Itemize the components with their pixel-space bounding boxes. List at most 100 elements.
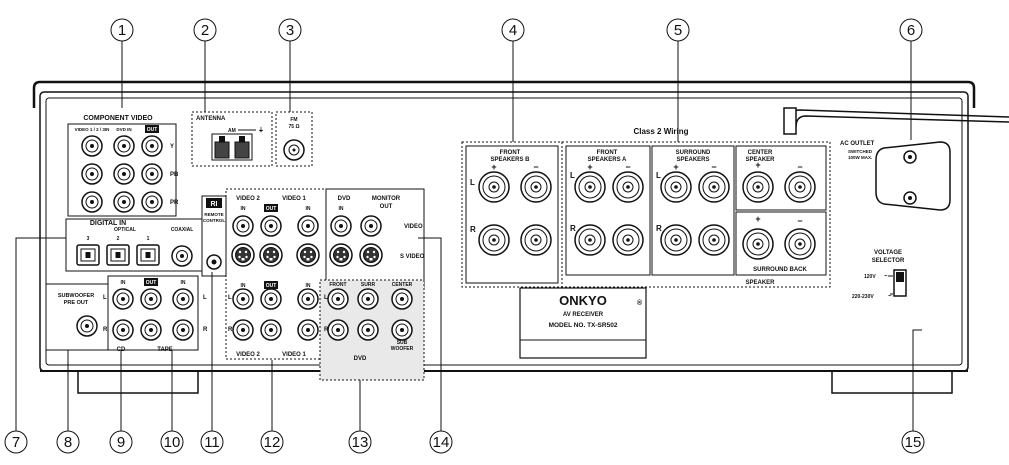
dvd-multichannel-jack[interactable]: [391, 288, 413, 310]
svg-text:AM: AM: [228, 128, 236, 134]
svg-text:SPEAKERS: SPEAKERS: [676, 157, 709, 163]
audio-jacks[interactable]: [76, 288, 194, 341]
component-video-jacks[interactable]: [81, 135, 163, 213]
dvd-multichannel-jack[interactable]: [357, 288, 379, 310]
svg-text:SPEAKERS A: SPEAKERS A: [588, 157, 627, 163]
optical-inputs[interactable]: [76, 244, 160, 266]
audio-jack[interactable]: [232, 319, 254, 341]
audio-jack[interactable]: [260, 288, 282, 310]
video-audio-jacks[interactable]: [232, 215, 413, 341]
speaker-terminal[interactable]: [612, 171, 644, 203]
speaker-terminal[interactable]: [784, 171, 816, 203]
composite-video-jack[interactable]: [360, 215, 382, 237]
s-video-jack[interactable]: [231, 243, 255, 267]
am-antenna-terminal[interactable]: [211, 133, 253, 161]
fm-antenna-jack[interactable]: [283, 139, 305, 161]
component-video-jack[interactable]: [141, 191, 163, 213]
audio-jack[interactable]: [112, 319, 134, 341]
dvd-multichannel-jack[interactable]: [357, 319, 379, 341]
audio-jack[interactable]: [297, 288, 319, 310]
audio-jack[interactable]: [172, 288, 194, 310]
component-video-section: COMPONENT VIDEO VIDEO 1 / 2 / 3IN DVD IN…: [67, 115, 179, 217]
subwoofer-cd-tape-section: SUBWOOFER PRE OUT IN OUT IN L R L R CD T…: [45, 275, 208, 353]
speaker-terminal[interactable]: [742, 171, 774, 203]
optical-input-jack[interactable]: [76, 244, 100, 266]
audio-jack[interactable]: [260, 319, 282, 341]
dvd-multichannel-jack[interactable]: [327, 288, 349, 310]
callout-2: 2: [193, 18, 217, 42]
speaker-terminal[interactable]: [698, 224, 730, 256]
s-video-jacks[interactable]: [231, 243, 383, 267]
component-video-jack[interactable]: [113, 135, 135, 157]
speaker-terminal[interactable]: [698, 171, 730, 203]
s-video-jack[interactable]: [329, 243, 353, 267]
svg-text:CD: CD: [117, 347, 126, 353]
callout-3: 3: [278, 18, 302, 42]
component-video-jack[interactable]: [81, 191, 103, 213]
audio-jack[interactable]: [172, 319, 194, 341]
speaker-terminal[interactable]: [520, 171, 552, 203]
speaker-terminal[interactable]: [520, 224, 552, 256]
svg-text:IN: IN: [241, 283, 246, 289]
speaker-terminal[interactable]: [660, 224, 692, 256]
class2-wiring-label: Class 2 Wiring: [633, 127, 688, 136]
dvd-multichannel-jack[interactable]: [327, 319, 349, 341]
audio-jack[interactable]: [140, 288, 162, 310]
ac-outlet[interactable]: [875, 141, 951, 211]
svg-text:WOOFER: WOOFER: [391, 346, 414, 352]
composite-video-jack[interactable]: [232, 215, 254, 237]
coaxial-input[interactable]: [171, 245, 193, 267]
dvd-multichannel-jack[interactable]: [391, 319, 413, 341]
speaker-terminals[interactable]: [478, 171, 816, 260]
svg-text:PR: PR: [170, 200, 179, 206]
voltage-selector-switch[interactable]: [888, 269, 907, 297]
svg-text:100W MAX.: 100W MAX.: [848, 155, 872, 160]
speaker-terminal[interactable]: [574, 224, 606, 256]
speaker-terminal[interactable]: [478, 224, 510, 256]
component-video-jack[interactable]: [81, 135, 103, 157]
svg-text:OUT: OUT: [147, 127, 158, 133]
speaker-terminal[interactable]: [742, 228, 774, 260]
audio-jack[interactable]: [112, 288, 134, 310]
callout-12: 12: [260, 430, 284, 454]
svg-text:1: 1: [147, 236, 150, 242]
svg-text:IN: IN: [241, 206, 246, 212]
svg-text:7: 7: [12, 434, 20, 451]
component-video-jack[interactable]: [141, 135, 163, 157]
component-video-jack[interactable]: [113, 191, 135, 213]
svg-text:SURROUND BACK: SURROUND BACK: [753, 267, 807, 273]
s-video-jack[interactable]: [296, 243, 320, 267]
speaker-terminal[interactable]: [478, 171, 510, 203]
ri-remote-jack[interactable]: [206, 254, 222, 270]
s-video-jack[interactable]: [259, 243, 283, 267]
speaker-terminal[interactable]: [784, 228, 816, 260]
component-video-jack[interactable]: [141, 163, 163, 185]
svg-text:CENTER: CENTER: [392, 282, 413, 288]
optical-input-jack[interactable]: [106, 244, 130, 266]
svg-text:L: L: [228, 295, 232, 301]
svg-text:L: L: [103, 295, 107, 301]
audio-jack[interactable]: [140, 319, 162, 341]
svg-text:FRONT: FRONT: [597, 150, 618, 156]
s-video-jack[interactable]: [359, 243, 383, 267]
brand-logo: ONKYO: [559, 293, 607, 308]
component-video-jack[interactable]: [113, 163, 135, 185]
component-video-jack[interactable]: [81, 163, 103, 185]
optical-input-jack[interactable]: [136, 244, 160, 266]
svg-text:220-230V: 220-230V: [852, 294, 874, 300]
svg-text:4: 4: [509, 22, 517, 39]
svg-text:L: L: [324, 295, 328, 301]
speaker-terminal[interactable]: [612, 224, 644, 256]
audio-jack[interactable]: [297, 319, 319, 341]
callout-8: 8: [56, 430, 80, 454]
composite-video-jack[interactable]: [260, 215, 282, 237]
composite-video-jack[interactable]: [297, 215, 319, 237]
speaker-terminal[interactable]: [574, 171, 606, 203]
svg-text:−: −: [797, 162, 802, 172]
svg-text:−: −: [797, 216, 802, 226]
subwoofer-pre-out-jack[interactable]: [76, 315, 98, 337]
audio-jack[interactable]: [232, 288, 254, 310]
svg-text:15: 15: [905, 434, 922, 451]
speaker-terminal[interactable]: [660, 171, 692, 203]
composite-video-jack[interactable]: [330, 215, 352, 237]
